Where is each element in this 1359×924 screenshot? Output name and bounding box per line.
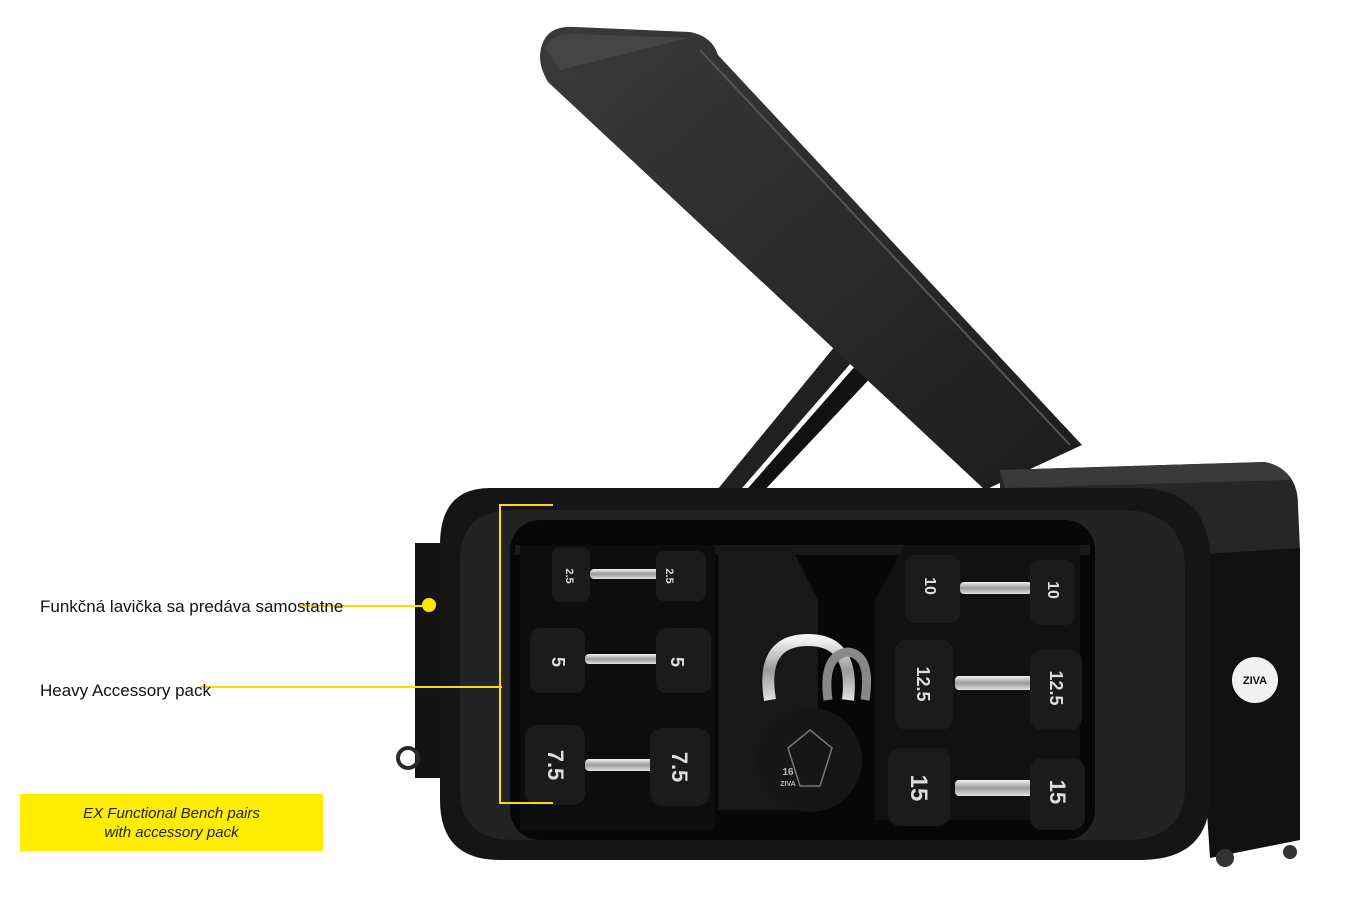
dumbbell-12-5: 12.5 12.5 [895, 640, 1082, 730]
callout-line-2: with accessory pack [104, 823, 239, 841]
dumbbell-2-5: 2.5 2.5 [552, 547, 706, 602]
dumbbell-left-weight-3: 7.5 [543, 750, 568, 781]
pull-ring [396, 746, 420, 770]
dumbbell-left-weight-2: 5 [548, 657, 568, 667]
dumbbell-right-weight-2b: 12.5 [1046, 670, 1066, 705]
heavy-accessory-pack-label: Heavy Accessory pack [40, 681, 212, 700]
bench-sold-separately-label: Funkčná lavička sa predáva samostatne [40, 597, 344, 616]
bench-right-frame [1190, 548, 1300, 867]
accessory-bracket [499, 504, 553, 804]
dumbbell-left-weight-1: 2.5 [563, 568, 575, 583]
kettlebell-weight: 16 [782, 767, 794, 778]
callout-line-1: EX Functional Bench pairs [83, 804, 260, 822]
leader-line-bench [300, 605, 428, 607]
brand-badge: ZIVA [1232, 657, 1278, 703]
kettlebell: 16 ZIVA [758, 633, 872, 812]
dumbbell-7-5: 7.5 7.5 [525, 725, 710, 806]
dumbbell-5: 5 5 [530, 628, 711, 693]
backrest-strut [713, 340, 878, 495]
dumbbell-left-weight-1b: 2.5 [663, 568, 675, 583]
dumbbell-15: 15 15 [888, 748, 1085, 830]
dumbbell-right-weight-3: 15 [905, 775, 932, 802]
dumbbell-left-weight-3b: 7.5 [667, 752, 692, 783]
dumbbell-left-weight-2b: 5 [667, 657, 687, 667]
dumbbell-right-weight-1: 10 [921, 577, 938, 595]
callout-box: EX Functional Bench pairs with accessory… [20, 794, 323, 851]
brand-badge-text: ZIVA [1243, 675, 1267, 687]
dumbbell-right-weight-1b: 10 [1044, 581, 1061, 599]
dumbbell-right-weight-3b: 15 [1045, 780, 1070, 804]
dumbbell-right-weight-2: 12.5 [913, 666, 933, 701]
dumbbell-10: 10 10 [905, 555, 1075, 625]
seat-cushion [1000, 462, 1300, 560]
backrest-pad [540, 26, 1082, 491]
leader-line-accessory [200, 686, 502, 688]
kettlebell-brand: ZIVA [780, 781, 795, 788]
annotation-dot [422, 598, 436, 612]
